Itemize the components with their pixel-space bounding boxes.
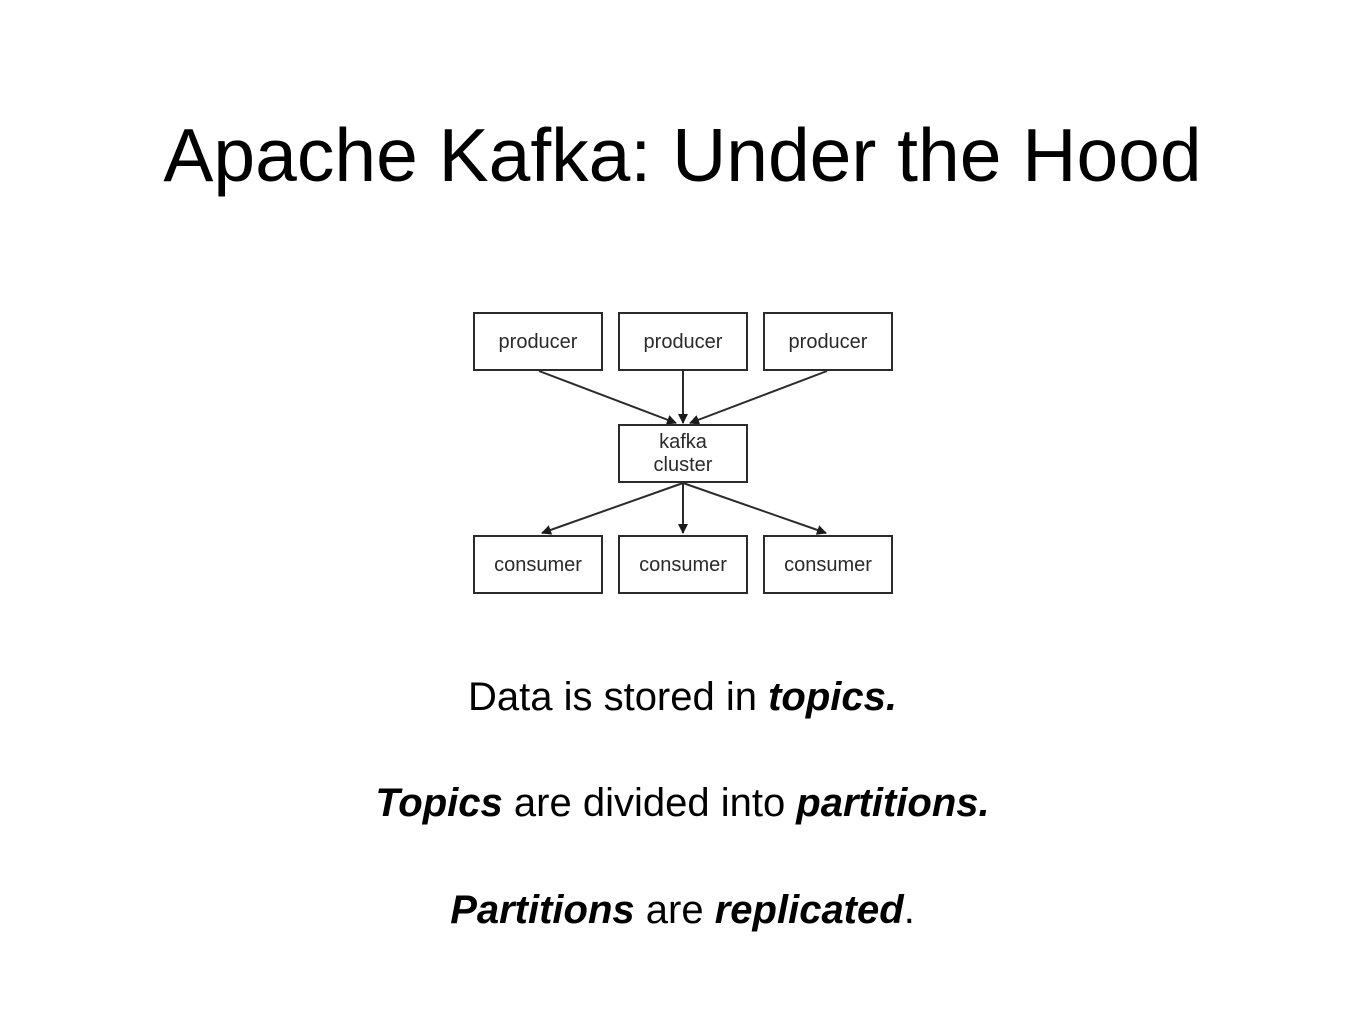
producer-box: producer [473,312,603,371]
consumer-box: consumer [473,535,603,594]
statement-segment: Data is stored in [467,675,769,719]
statement-segment: . [903,888,915,932]
producer-box: producer [618,312,748,371]
statement-segment: are divided into [502,781,797,825]
statement-replicated: Partitions are replicated. [0,890,1365,930]
arrow-producer-3-to-cluster [689,370,828,425]
consumer-label: consumer [784,554,872,576]
producer-label: producer [644,331,723,353]
consumer-box: consumer [763,535,893,594]
cluster-label-line-2: cluster [654,454,713,476]
statement-emphasis: Topics [375,781,503,825]
statement-emphasis: Partitions [450,888,635,932]
arrow-producer-1-to-cluster [538,370,677,425]
producer-box: producer [763,312,893,371]
slide-title: Apache Kafka: Under the Hood [163,113,1202,197]
cluster-label-line-1: kafka [659,431,708,453]
statement-segment: are [634,888,715,932]
producer-label: producer [789,331,868,353]
consumer-label: consumer [494,554,582,576]
consumer-label: consumer [639,554,727,576]
arrow-cluster-to-consumer-1 [541,482,684,535]
kafka-cluster-box: kafka cluster [618,424,748,483]
producer-label: producer [499,331,578,353]
arrow-cluster-to-consumer-3 [682,482,827,535]
statement-emphasis: partitions. [796,781,990,825]
statement-emphasis: topics. [768,675,898,719]
statement-partitions: Topics are divided into partitions. [0,783,1365,823]
consumer-box: consumer [618,535,748,594]
statement-emphasis: replicated [714,888,904,932]
statement-topics: Data is stored in topics. [0,677,1365,717]
